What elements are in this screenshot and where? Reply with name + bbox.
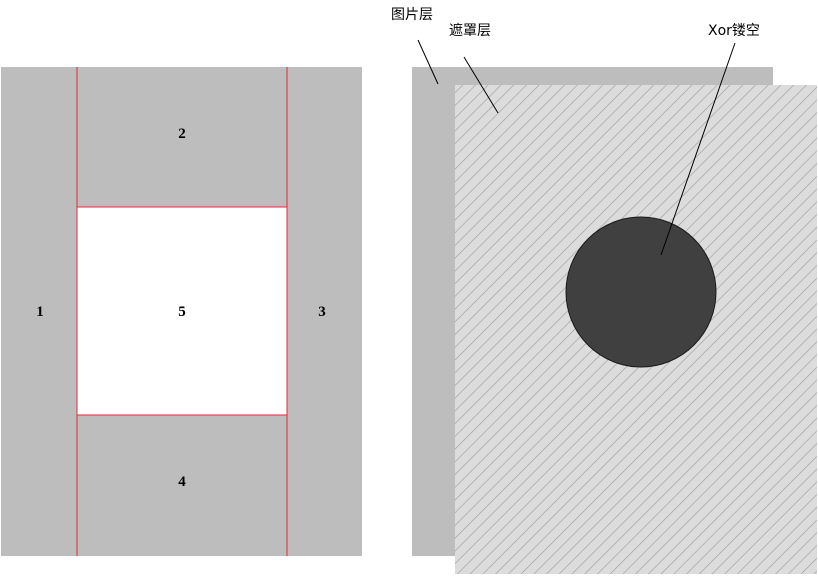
xor-label: Xor镂空 [708, 23, 760, 39]
xor-pointer [660, 42, 736, 256]
left-diagram: 1 2 3 4 5 [1, 67, 362, 556]
region-5-white [77, 207, 287, 415]
image-layer-label: 图片层 [391, 7, 433, 23]
region-1-label: 1 [36, 304, 44, 320]
region-3-label: 3 [318, 304, 326, 320]
region-2-label: 2 [178, 126, 186, 142]
xor-hole-circle [565, 216, 717, 368]
region-5-label: 5 [178, 304, 186, 320]
right-diagram: 图片层 遮罩层 Xor镂空 [391, 7, 817, 574]
region-4-label: 4 [178, 474, 186, 490]
mask-layer-label: 遮罩层 [449, 23, 491, 39]
mask-layer-pointer [463, 56, 499, 114]
image-layer-pointer [417, 39, 439, 85]
